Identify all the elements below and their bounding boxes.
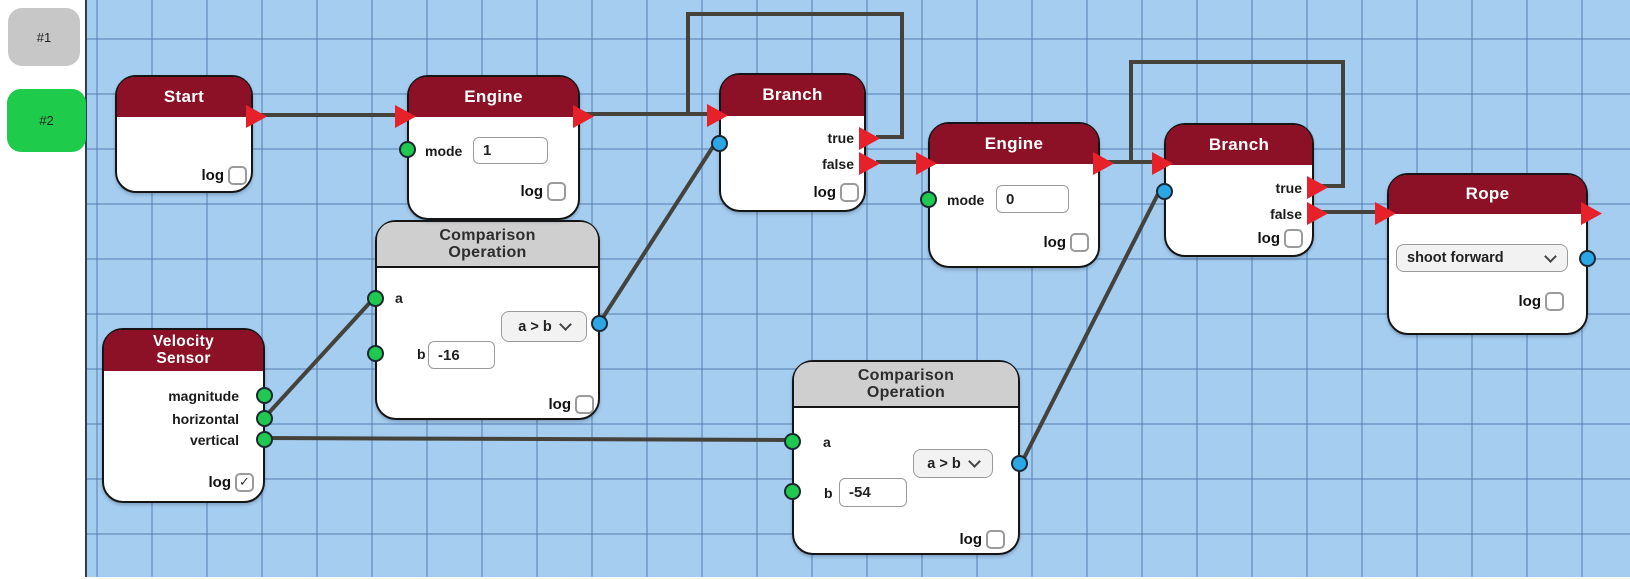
data-in-port-b[interactable] <box>784 483 801 500</box>
node-start[interactable]: Start log <box>115 75 267 193</box>
node-comparison-operation-2[interactable]: Comparison Operation a a > b b log <box>784 360 1028 555</box>
tab-2[interactable]: #2 <box>7 89 86 152</box>
log-checkbox[interactable] <box>986 530 1005 549</box>
log-checkbox[interactable] <box>1070 233 1089 252</box>
false-label: false <box>1270 206 1302 222</box>
operator-select[interactable]: a > b <box>913 449 993 478</box>
mode-label: mode <box>425 143 463 159</box>
false-label: false <box>822 156 854 172</box>
node-header[interactable]: Branch <box>1166 125 1312 165</box>
input-a-label: a <box>395 290 403 306</box>
log-label: log <box>520 183 544 200</box>
log-checkbox[interactable] <box>1545 292 1564 311</box>
log-checkbox[interactable] <box>547 182 566 201</box>
log-checkbox[interactable] <box>840 183 859 202</box>
data-in-port-mode[interactable] <box>399 141 416 158</box>
log-checkbox[interactable] <box>235 473 254 492</box>
log-label: log <box>208 474 232 491</box>
input-b-label: b <box>824 485 833 501</box>
true-label: true <box>1275 180 1302 196</box>
log-label: log <box>201 167 225 184</box>
data-out-port-result[interactable] <box>591 315 608 332</box>
data-in-port-a[interactable] <box>367 290 384 307</box>
data-in-port-condition[interactable] <box>1156 183 1173 200</box>
mode-value-input[interactable] <box>473 137 548 164</box>
node-engine-2[interactable]: Engine mode log <box>916 122 1114 268</box>
node-velocity-sensor[interactable]: Velocity Sensor magnitude horizontal ver… <box>102 328 273 503</box>
log-label: log <box>1043 234 1067 251</box>
log-label: log <box>548 396 572 413</box>
node-engine-1[interactable]: Engine mode log <box>395 75 594 220</box>
output-vertical-label: vertical <box>189 432 239 448</box>
mode-value-input[interactable] <box>996 185 1069 213</box>
node-header[interactable]: Rope <box>1389 175 1586 214</box>
node-title-line2: Operation <box>448 244 527 261</box>
data-in-port-a[interactable] <box>784 433 801 450</box>
operator-value: a > b <box>518 318 552 335</box>
node-title: Branch <box>1208 134 1270 154</box>
chevron-down-icon <box>1544 249 1557 263</box>
node-branch-2[interactable]: Branch true false log <box>1152 123 1328 257</box>
data-out-port-magnitude[interactable] <box>256 387 273 404</box>
output-magnitude-label: magnitude <box>168 388 239 404</box>
node-title-line1: Comparison <box>439 226 536 244</box>
tab-1[interactable]: #1 <box>8 8 80 66</box>
true-label: true <box>827 130 854 146</box>
node-rope[interactable]: Rope shoot forward log <box>1375 173 1602 335</box>
action-value: shoot forward <box>1407 250 1504 266</box>
node-header[interactable]: Engine <box>409 77 578 117</box>
node-title: Engine <box>984 133 1044 153</box>
node-header[interactable]: Velocity Sensor <box>104 330 263 371</box>
node-title-line1: Comparison <box>857 366 955 384</box>
output-horizontal-label: horizontal <box>172 411 239 427</box>
b-value-input[interactable] <box>428 341 495 369</box>
tabs-sidebar: #1 #2 <box>0 0 86 579</box>
log-checkbox[interactable] <box>575 395 594 414</box>
node-comparison-operation-1[interactable]: Comparison Operation a a > b b log <box>367 220 608 420</box>
node-header[interactable]: Comparison Operation <box>794 362 1018 408</box>
action-select[interactable]: shoot forward <box>1396 244 1568 272</box>
node-title: Engine <box>464 86 523 106</box>
node-title: Rope <box>1465 184 1510 204</box>
chevron-down-icon <box>558 318 572 331</box>
data-in-port-condition[interactable] <box>711 135 728 152</box>
node-header[interactable]: Comparison Operation <box>377 222 598 268</box>
node-title: Start <box>163 86 205 106</box>
chevron-down-icon <box>967 455 981 468</box>
b-value-input[interactable] <box>839 478 907 507</box>
data-out-port-horizontal[interactable] <box>256 410 273 427</box>
node-header[interactable]: Branch <box>721 75 864 116</box>
operator-value: a > b <box>927 455 961 472</box>
log-label: log <box>813 184 837 201</box>
input-a-label: a <box>823 434 831 450</box>
log-checkbox[interactable] <box>228 166 247 185</box>
data-out-port-result[interactable] <box>1011 455 1028 472</box>
data-out-port-vertical[interactable] <box>256 431 273 448</box>
data-in-port-mode[interactable] <box>920 191 937 208</box>
node-title-line2: Sensor <box>156 349 211 367</box>
node-title: Branch <box>762 85 823 105</box>
operator-select[interactable]: a > b <box>501 311 587 342</box>
node-header[interactable]: Start <box>117 77 251 117</box>
data-out-port[interactable] <box>1579 250 1596 267</box>
tab-1-label: #1 <box>36 29 52 45</box>
log-checkbox[interactable] <box>1284 229 1303 248</box>
node-title-line1: Velocity <box>153 332 214 350</box>
log-label: log <box>1518 293 1542 310</box>
log-label: log <box>959 531 983 548</box>
data-in-port-b[interactable] <box>367 345 384 362</box>
input-b-label: b <box>417 346 426 362</box>
mode-label: mode <box>947 192 985 208</box>
node-header[interactable]: Engine <box>930 124 1098 164</box>
node-title-line2: Operation <box>866 384 946 401</box>
log-label: log <box>1257 230 1281 247</box>
node-branch-1[interactable]: Branch true false log <box>707 73 880 212</box>
tab-2-label: #2 <box>39 113 54 128</box>
